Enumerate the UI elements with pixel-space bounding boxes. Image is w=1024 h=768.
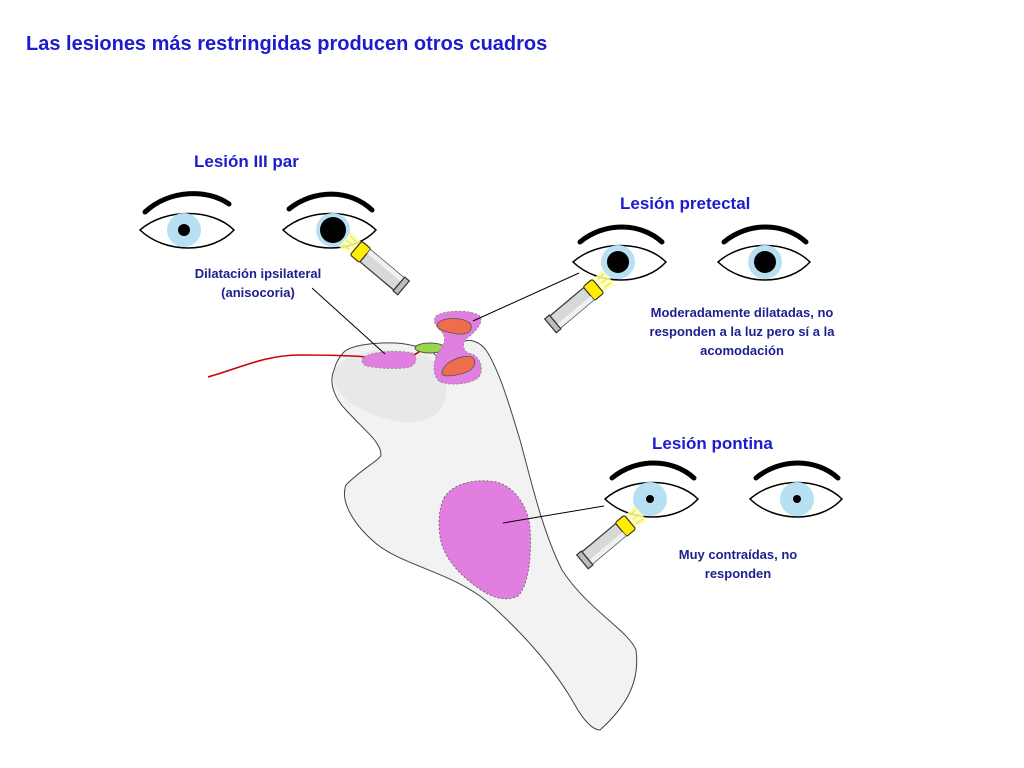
eye-right: [748, 460, 844, 518]
eyebrow: [721, 224, 809, 245]
pointer-line-pretectal: [472, 272, 580, 322]
heading-third-nerve-lesion: Lesión III par: [194, 152, 299, 171]
pointer-line-third-nerve: [311, 287, 386, 355]
eyebrow: [753, 460, 841, 481]
caption-line: responden a la luz pero sí a la: [649, 324, 835, 339]
eyebrow: [609, 460, 697, 481]
brainstem: [207, 310, 638, 731]
pointer-line-pontine: [502, 505, 605, 524]
caption-line: acomodación: [700, 343, 784, 358]
eyebrow: [286, 191, 375, 213]
eye-left: [571, 224, 668, 281]
eyes-pretectal: [543, 224, 812, 335]
lesion-third-nerve: [361, 350, 417, 369]
eye-left: [138, 191, 236, 249]
pupil: [646, 495, 654, 503]
caption-line: (anisocoria): [221, 285, 295, 300]
flashlight-icon: [575, 504, 648, 571]
eyes-third-nerve: [138, 191, 411, 297]
lesion-pontine: [438, 480, 531, 600]
flashlight-icon: [338, 230, 411, 297]
caption-pontine: Muy contraídas, no responden: [648, 545, 828, 583]
heading-pretectal-lesion: Lesión pretectal: [620, 194, 751, 213]
caption-pretectal: Moderadamente dilatadas, no responden a …: [622, 303, 862, 360]
heading-pontine-lesion: Lesión pontina: [652, 434, 773, 453]
flashlight-icon: [543, 268, 616, 335]
pupil: [178, 224, 190, 236]
pretectal-nucleus-lower: [441, 355, 476, 377]
eyebrow: [577, 224, 665, 245]
pupil: [320, 217, 346, 243]
caption-line: Dilatación ipsilateral: [194, 266, 322, 281]
caption-line: Moderadamente dilatadas, no: [650, 305, 834, 320]
eyes-pontine: [575, 460, 844, 571]
eye-left: [603, 460, 700, 518]
eye-right: [281, 191, 378, 249]
pretectal-nucleus-upper: [436, 318, 472, 335]
slide-title: Las lesiones más restringidas producen o…: [26, 33, 548, 55]
eyebrow: [142, 191, 232, 215]
pupil: [793, 495, 801, 503]
caption-third-nerve: Dilatación ipsilateral (anisocoria): [158, 264, 358, 302]
pupil: [754, 251, 776, 273]
pupil: [607, 251, 629, 273]
caption-line: responden: [704, 566, 772, 581]
caption-line: Muy contraídas, no: [678, 547, 798, 562]
eye-right: [716, 224, 812, 281]
